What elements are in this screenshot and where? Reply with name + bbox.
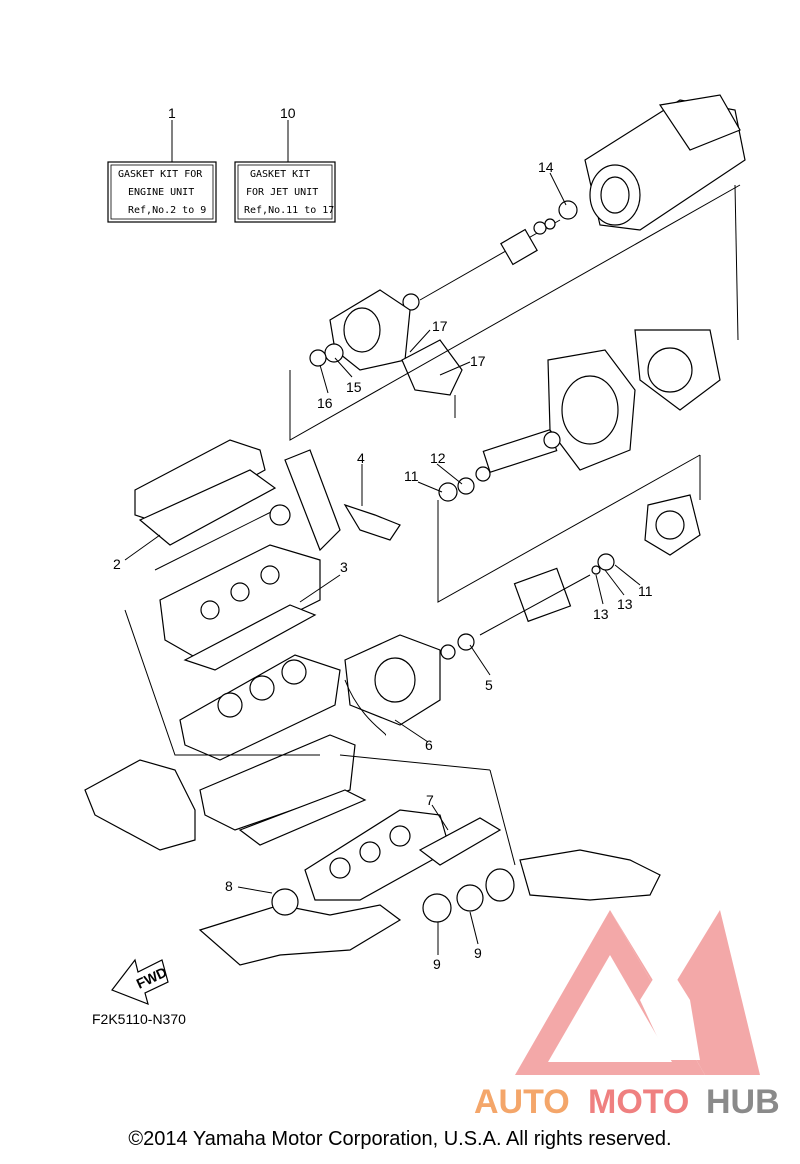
kit1-line2: ENGINE UNIT xyxy=(128,187,194,198)
callout-8: 8 xyxy=(225,878,233,894)
watermark-text: AUTO MOTO HUB xyxy=(474,1083,780,1121)
engine-frame-lines xyxy=(124,609,516,866)
callout-14: 14 xyxy=(538,159,554,175)
crankcase-lower xyxy=(199,734,367,846)
jet-housing-rear xyxy=(558,94,746,231)
drive-shaft xyxy=(402,218,561,311)
callout-12: 12 xyxy=(430,450,446,466)
camshaft xyxy=(154,504,291,571)
callout-13a: 13 xyxy=(593,606,609,622)
bearing-housing xyxy=(440,494,701,660)
callout-15: 15 xyxy=(346,379,362,395)
side-cover xyxy=(84,759,196,851)
callout-6: 6 xyxy=(425,737,433,753)
watermark-auto: AUTO xyxy=(474,1083,570,1121)
crankcase-cover xyxy=(344,634,441,736)
callout-labels: 2 3 4 5 6 7 8 9 9 11 12 13 13 11 14 15 1… xyxy=(113,159,653,972)
diagram-code: F2K5110-N370 xyxy=(92,1011,186,1027)
callout-7: 7 xyxy=(426,792,434,808)
exhaust-manifold xyxy=(304,809,451,901)
cylinder-block xyxy=(179,654,341,761)
fwd-arrow-icon: FWD xyxy=(111,958,169,1005)
watermark-moto: MOTO xyxy=(588,1083,689,1121)
callout-4: 4 xyxy=(357,450,365,466)
callout-17b: 17 xyxy=(470,353,486,369)
callout-11a: 11 xyxy=(404,468,419,484)
copyright-notice: ©2014 Yamaha Motor Corporation, U.S.A. A… xyxy=(128,1128,672,1150)
callout-5: 5 xyxy=(485,677,493,693)
callout-2: 2 xyxy=(113,556,121,572)
exhaust-gasket xyxy=(418,817,502,866)
kit1-line3: Ref,No.2 to 9 xyxy=(128,205,206,216)
callout-10: 10 xyxy=(280,105,296,121)
callout-11b: 11 xyxy=(638,583,653,599)
callout-17a: 17 xyxy=(432,318,448,334)
kit-box-engine: 1 GASKET KIT FOR ENGINE UNIT Ref,No.2 to… xyxy=(107,105,217,223)
intermediate-housing xyxy=(309,289,463,418)
kit2-line3: Ref,No.11 to 17 xyxy=(244,205,334,216)
cylinder-head xyxy=(159,544,321,661)
callout-16: 16 xyxy=(317,395,333,411)
callout-13b: 13 xyxy=(617,596,633,612)
kit-box-jet: 10 GASKET KIT FOR JET UNIT Ref,No.11 to … xyxy=(234,105,336,223)
watermark-logo xyxy=(515,910,760,1075)
cylinder-head-cover xyxy=(134,439,277,546)
jet-frame-box xyxy=(289,184,741,441)
head-gasket xyxy=(183,604,317,671)
impeller-shaft xyxy=(438,428,561,502)
jet-frame-box-2 xyxy=(437,454,701,603)
callout-1: 1 xyxy=(168,105,176,121)
watermark-hub: HUB xyxy=(706,1083,780,1121)
exhaust-flange-gaskets xyxy=(271,884,484,923)
kit1-line1: GASKET KIT FOR xyxy=(118,169,203,180)
callout-3: 3 xyxy=(340,559,348,575)
kit2-line1: GASKET KIT xyxy=(250,169,310,180)
timing-chain xyxy=(284,449,401,552)
callout-9b: 9 xyxy=(474,945,482,961)
pump-housing xyxy=(547,329,721,471)
kit2-line2: FOR JET UNIT xyxy=(246,187,318,198)
exhaust-pipe xyxy=(198,849,661,966)
callout-9a: 9 xyxy=(433,956,441,972)
